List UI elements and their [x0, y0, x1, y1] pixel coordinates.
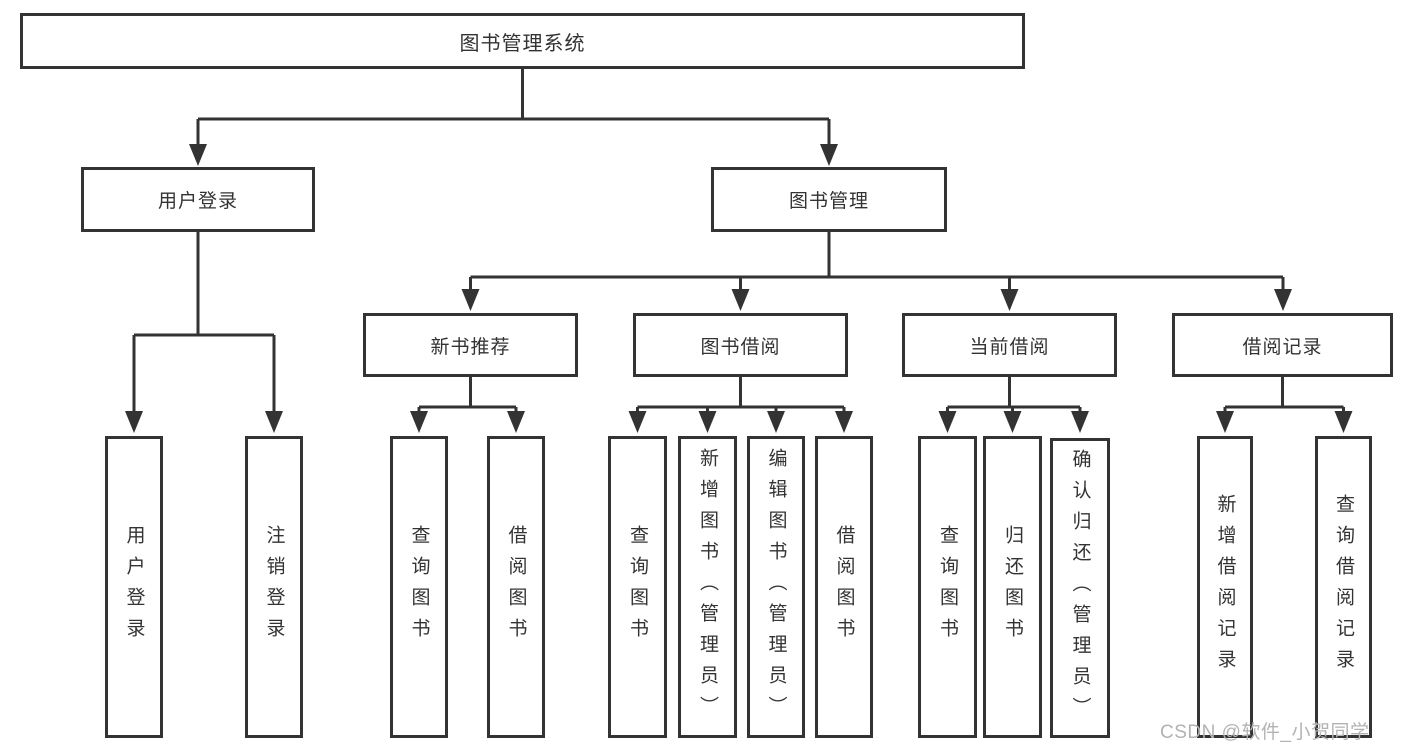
leaf-confirm-return-admin: 确认归还（管理员） — [1050, 438, 1110, 738]
node-current-borrow: 当前借阅 — [902, 313, 1117, 377]
connector-borrow-to-leaves — [636, 377, 846, 415]
connector-recommend-to-leaves — [417, 377, 518, 415]
arrowhead — [1003, 411, 1022, 433]
leaf-borrow-books-borrow: 借阅图书 — [815, 436, 873, 738]
arrowhead — [1071, 411, 1089, 433]
connector-user-login-to-leaves — [132, 232, 276, 415]
arrowhead — [461, 289, 480, 311]
arrowhead — [507, 411, 525, 433]
connector-book-mgmt-to-level3 — [469, 232, 1285, 293]
arrowhead — [1334, 411, 1353, 433]
node-book-management: 图书管理 — [711, 167, 947, 232]
arrowhead — [410, 411, 428, 433]
arrowhead — [189, 144, 207, 166]
leaf-add-book-admin: 新增图书（管理员） — [678, 436, 737, 738]
connector-root-to-level2 — [196, 69, 831, 148]
arrowhead — [938, 411, 957, 433]
connector-records-to-leaves — [1223, 377, 1345, 415]
arrowhead — [731, 289, 750, 311]
connector-current-to-leaves — [946, 377, 1082, 415]
leaf-edit-book-admin: 编辑图书（管理员） — [747, 436, 805, 738]
arrowhead — [820, 144, 838, 166]
node-borrow-records: 借阅记录 — [1172, 313, 1393, 377]
leaf-query-borrow-record: 查询借阅记录 — [1315, 436, 1372, 738]
arrowhead — [1274, 289, 1292, 311]
arrowhead — [698, 411, 717, 433]
leaf-query-books-borrow: 查询图书 — [608, 436, 667, 738]
leaf-query-books-current: 查询图书 — [918, 436, 977, 738]
node-book-borrow: 图书借阅 — [633, 313, 848, 377]
watermark-text: CSDN @软件_小贺同学 — [1160, 722, 1370, 743]
node-library-management-system: 图书管理系统 — [20, 13, 1025, 69]
leaf-user-login: 用户登录 — [105, 436, 163, 738]
arrowhead — [835, 411, 853, 433]
node-new-book-recommend: 新书推荐 — [363, 313, 578, 377]
arrowhead — [125, 411, 143, 433]
leaf-logout-login: 注销登录 — [245, 436, 303, 738]
arrowhead — [265, 411, 283, 433]
arrowhead — [1000, 289, 1019, 311]
leaf-add-borrow-record: 新增借阅记录 — [1197, 436, 1253, 738]
arrowhead — [1216, 411, 1234, 433]
arrowhead — [628, 411, 647, 433]
arrowhead — [767, 411, 785, 433]
leaf-borrow-books-recommend: 借阅图书 — [487, 436, 545, 738]
node-user-login: 用户登录 — [81, 167, 315, 232]
leaf-return-books: 归还图书 — [983, 436, 1042, 738]
leaf-query-books-recommend: 查询图书 — [390, 436, 448, 738]
